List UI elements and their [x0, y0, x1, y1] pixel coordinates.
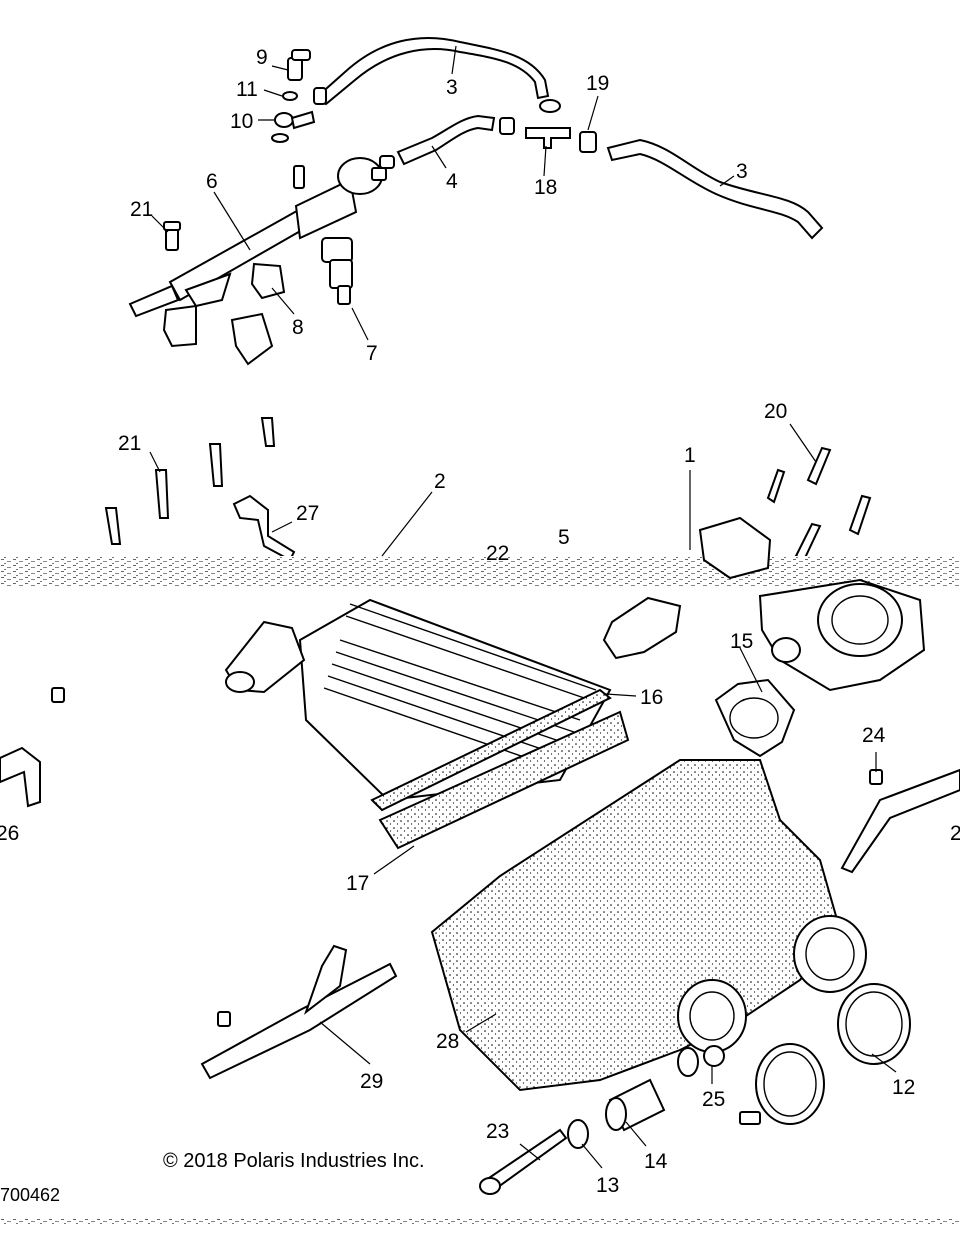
copyright-notice: © 2018 Polaris Industries Inc.	[163, 1150, 425, 1172]
callout-24: 24	[862, 724, 886, 747]
callout-22: 22	[486, 542, 509, 565]
callout-2: 2	[434, 470, 446, 493]
bolt-rail	[293, 165, 305, 189]
bolt-23	[479, 1128, 568, 1195]
callout-3a: 3	[446, 76, 458, 99]
gasket-15	[714, 678, 796, 758]
callout-9: 9	[256, 46, 268, 69]
callout-18: 18	[534, 176, 557, 199]
bracket-8	[230, 262, 286, 366]
callout-21b: 21	[118, 432, 141, 455]
callout-23: 23	[486, 1120, 509, 1143]
callout-3b: 3	[736, 160, 748, 183]
callout-2-right: 2	[950, 822, 960, 845]
tee-fitting-18	[525, 127, 571, 149]
bolts-21-lower	[104, 417, 276, 545]
pressure-regulator	[337, 157, 387, 195]
bracket-right	[840, 768, 960, 874]
figure-reference-number: 700462	[0, 1185, 61, 1205]
sensor-bracket	[602, 596, 682, 660]
bracket-26	[0, 687, 65, 808]
callout-17: 17	[346, 872, 369, 895]
callout-14: 14	[644, 1150, 668, 1173]
hose-4	[396, 114, 496, 166]
throttle-body-1	[698, 516, 926, 692]
clamp-19	[579, 131, 597, 153]
callout-1: 1	[684, 444, 696, 467]
bushing-14	[605, 1078, 666, 1132]
clip-lower-left	[162, 304, 197, 348]
callout-28: 28	[436, 1030, 459, 1053]
bracket-27	[232, 494, 296, 562]
washer-11	[282, 91, 298, 101]
callout-12: 12	[892, 1076, 915, 1099]
leader-lines	[149, 45, 897, 1169]
scan-noise-band	[0, 556, 960, 586]
callout-27: 27	[296, 502, 319, 525]
callout-10: 10	[230, 110, 253, 133]
callout-25: 25	[702, 1088, 725, 1111]
callout-26: 26	[0, 822, 19, 845]
callout-11: 11	[236, 78, 258, 101]
washer-13	[567, 1119, 589, 1149]
injector-7	[321, 237, 353, 305]
callout-5: 5	[558, 526, 570, 549]
outlet-tube	[224, 620, 306, 694]
callout-29: 29	[360, 1070, 383, 1093]
callout-labels: 9 11 10 3 19 18 4 3 6 21 8 7 21 27 2 22 …	[0, 46, 960, 1197]
callout-7: 7	[366, 342, 378, 365]
washer-lower	[271, 133, 289, 143]
bolt-21-upper	[163, 221, 181, 251]
callout-20: 20	[764, 400, 787, 423]
callout-6: 6	[206, 170, 218, 193]
grommet-25	[677, 1045, 725, 1077]
callout-16: 16	[640, 686, 663, 709]
seal-17	[378, 710, 630, 850]
hose-right-3	[606, 138, 824, 240]
bracket-29	[200, 944, 398, 1080]
intake-plenum-28	[430, 759, 842, 1092]
banjo-fitting-10	[274, 110, 316, 130]
callout-21a: 21	[130, 198, 153, 221]
intercooler-core-2	[298, 598, 612, 802]
seal-16	[370, 688, 612, 812]
callout-19: 19	[586, 72, 609, 95]
banjo-bolt-9	[287, 49, 311, 81]
small-clamps	[313, 87, 561, 169]
callout-13: 13	[596, 1174, 619, 1197]
clamps-12	[739, 983, 911, 1125]
bolts-20	[766, 446, 872, 562]
callout-15: 15	[730, 630, 753, 653]
callout-4: 4	[446, 170, 458, 193]
callout-8: 8	[292, 316, 304, 339]
bottom-edge-noise	[0, 1218, 960, 1224]
hose-upper-3	[316, 36, 550, 106]
plenum-outlets	[677, 915, 867, 1053]
